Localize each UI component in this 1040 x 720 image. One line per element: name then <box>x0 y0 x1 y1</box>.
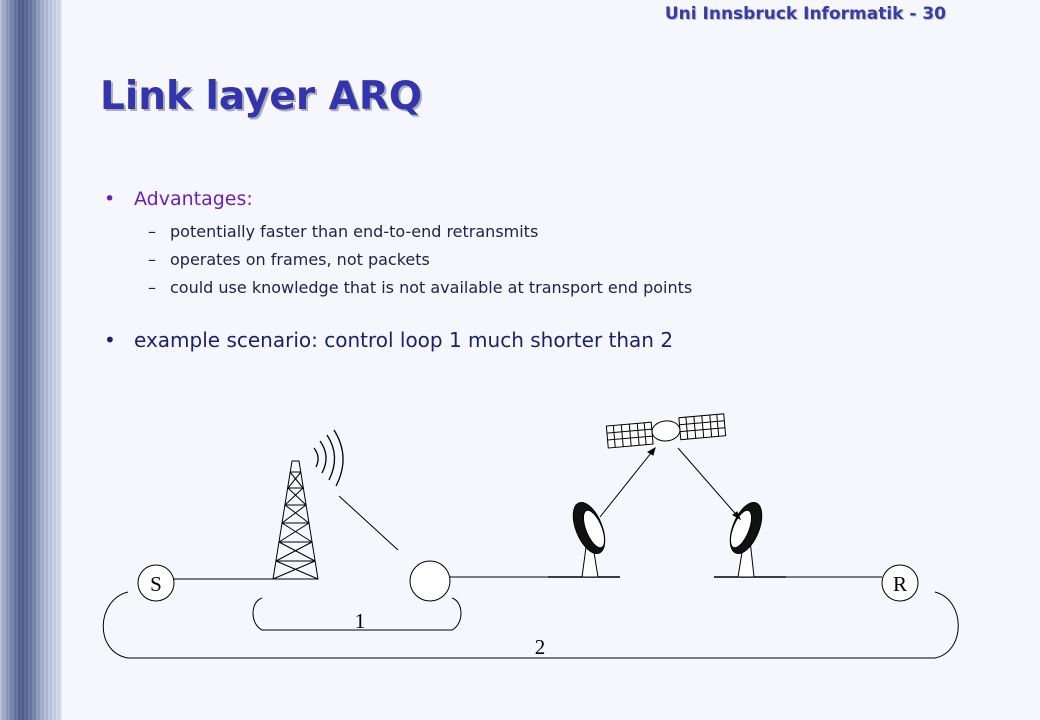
advantages-sublist: – potentially faster than end-to-end ret… <box>104 218 1004 302</box>
loop-2-label: 2 <box>535 635 546 659</box>
satellite-icon <box>605 413 727 449</box>
wireless-link-line <box>338 495 399 551</box>
sender-node <box>137 564 175 602</box>
receiver-node <box>881 564 919 602</box>
satellite-dish-icon <box>548 501 620 578</box>
bullet-dot: • <box>104 188 116 210</box>
radio-waves-icon <box>313 429 344 487</box>
bullet-list: • Advantages: – potentially faster than … <box>104 188 1004 352</box>
page-header-label: Uni Innsbruck Informatik - 30 <box>664 4 946 24</box>
radio-tower-icon <box>272 460 319 580</box>
advantage-text: operates on frames, not packets <box>170 250 430 269</box>
downlink-line <box>677 447 741 520</box>
dash-marker: – <box>148 222 156 241</box>
satellite-dish-icon <box>714 501 786 578</box>
scenario-text: example scenario: control loop 1 much sh… <box>134 328 674 352</box>
mobile-node <box>409 560 451 602</box>
loop-1-label: 1 <box>355 609 366 633</box>
bullet-dot: • <box>104 328 116 352</box>
control-loop-2 <box>102 591 959 659</box>
advantage-item: – potentially faster than end-to-end ret… <box>104 218 1004 246</box>
advantages-label: Advantages: <box>134 188 253 210</box>
decorative-side-bar <box>0 0 62 720</box>
bullet-advantages: • Advantages: <box>104 188 1004 210</box>
dash-marker: – <box>148 278 156 297</box>
advantage-item: – operates on frames, not packets <box>104 246 1004 274</box>
advantage-item: – could use knowledge that is not availa… <box>104 274 1004 302</box>
dash-marker: – <box>148 250 156 269</box>
uplink-line <box>599 447 656 518</box>
bullet-scenario: • example scenario: control loop 1 much … <box>104 328 1004 352</box>
receiver-label: R <box>893 572 907 596</box>
control-loop-1 <box>252 597 462 631</box>
slide-title: Link layer ARQ <box>100 74 423 119</box>
sender-label: S <box>150 572 162 596</box>
advantage-text: potentially faster than end-to-end retra… <box>170 222 539 241</box>
advantage-text: could use knowledge that is not availabl… <box>170 278 693 297</box>
